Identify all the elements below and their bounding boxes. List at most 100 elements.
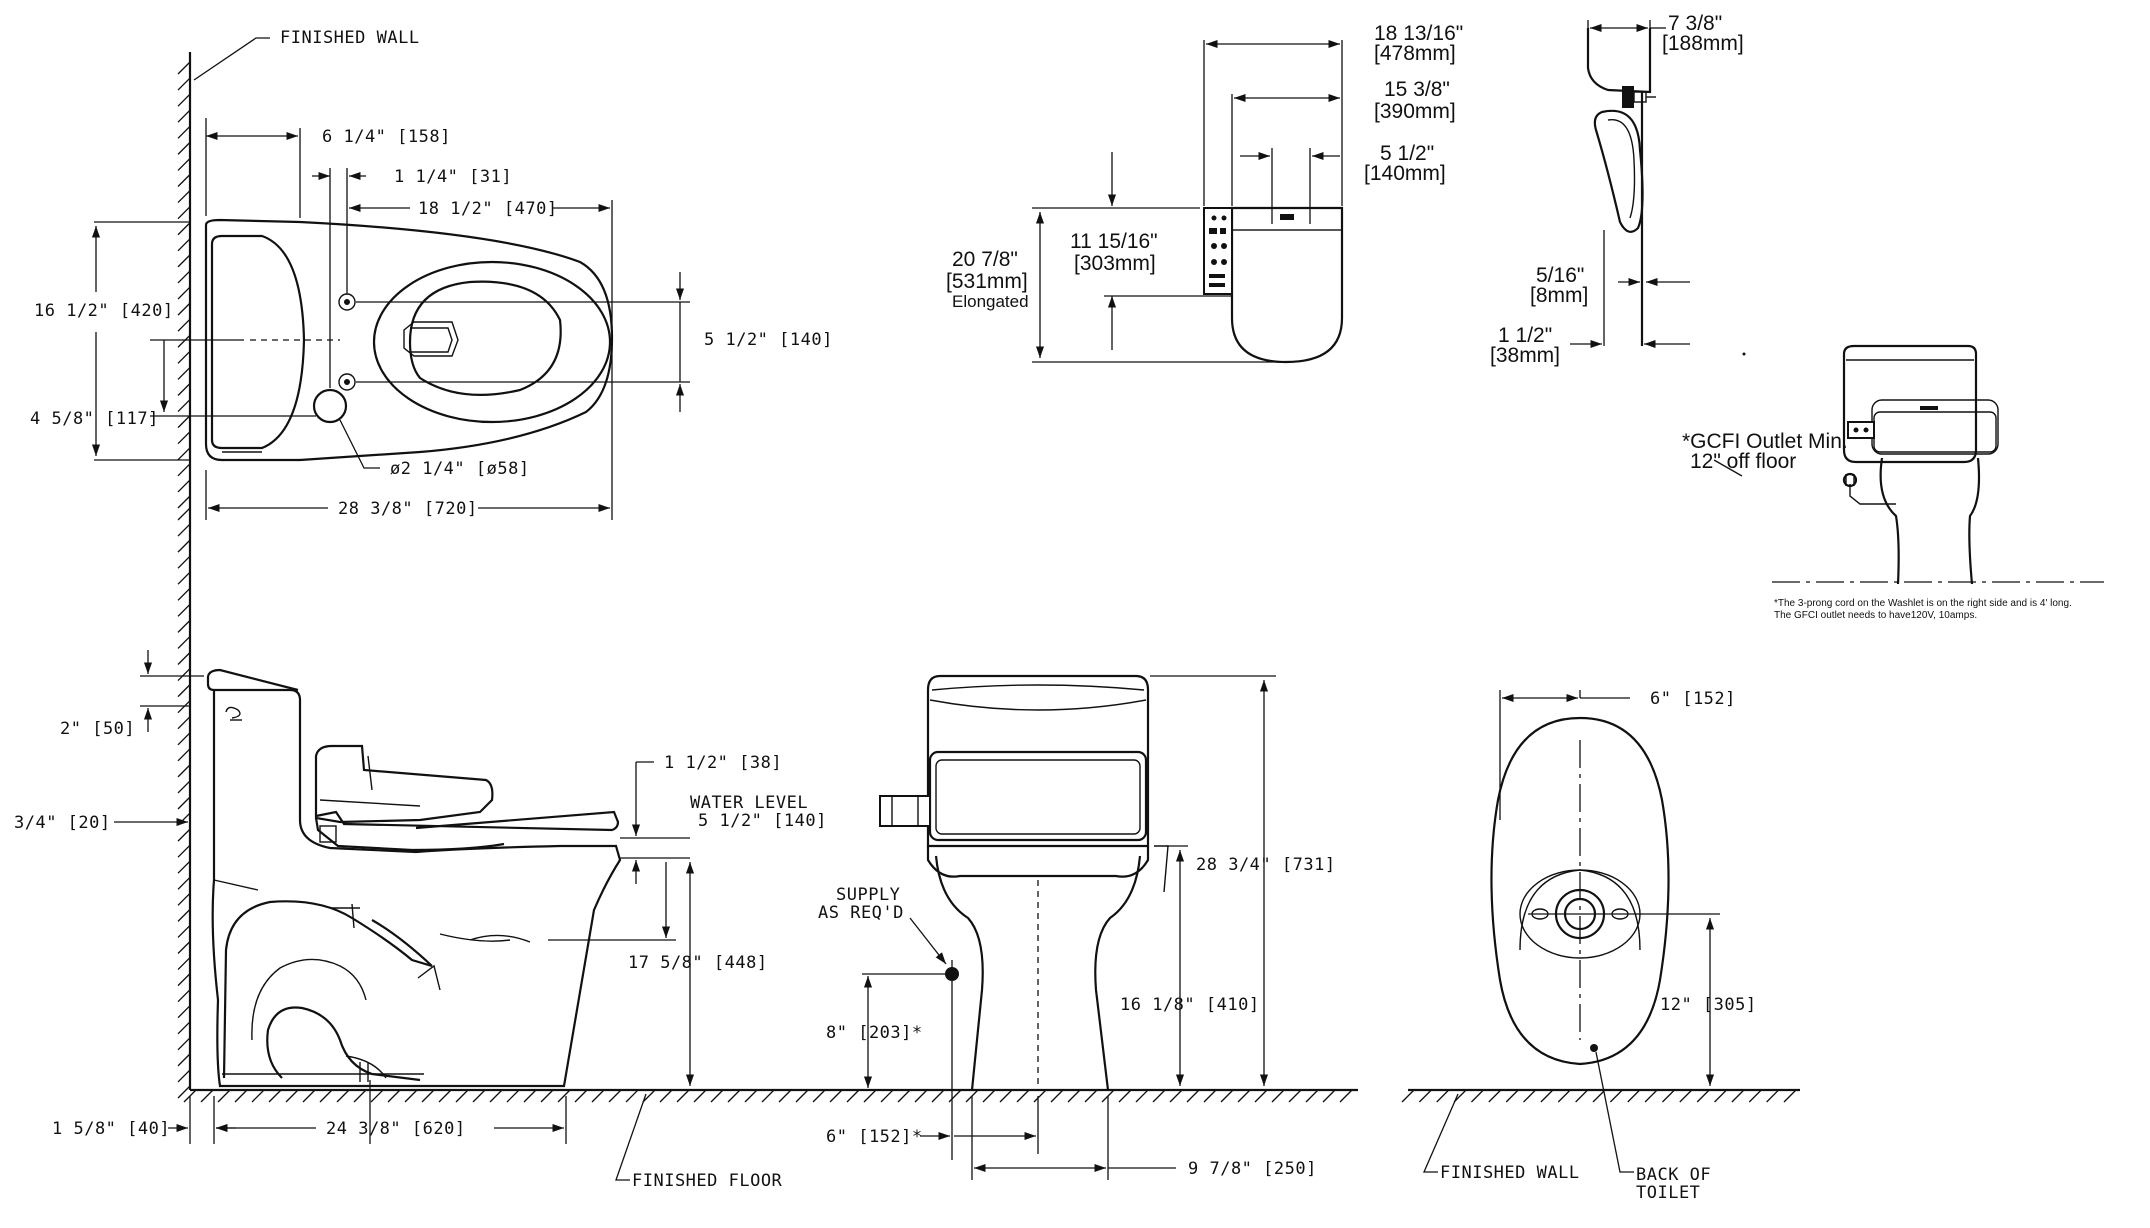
seat-top-view: 18 13/16" [478mm] 15 3/8" [390mm] 5 1/2"… xyxy=(946,22,1463,364)
seat-side-view: 7 3/8" [188mm] 5/16" [8mm] 1 1/2" [38mm] xyxy=(1490,12,1746,367)
wall-hatch-mark xyxy=(177,796,191,810)
floor-hatch-mark xyxy=(574,1089,588,1103)
wall-hatch-mark xyxy=(177,463,191,477)
wall-hatch-mark xyxy=(177,431,191,445)
dim-6-1-4: 6 1/4" [158] xyxy=(322,127,451,147)
floor-hatch-mark xyxy=(693,1089,707,1103)
floor-hatch-mark xyxy=(1731,1089,1745,1103)
wall-hatch-mark xyxy=(177,587,191,601)
gfci-label-2: 12" off floor xyxy=(1690,450,1796,473)
wall-hatch-mark xyxy=(177,571,191,585)
wall-hatch-mark xyxy=(177,523,191,537)
wall-hatch-mark xyxy=(177,892,191,906)
floor-hatch-mark xyxy=(1401,1089,1415,1103)
wall-hatch-mark xyxy=(177,238,191,252)
rear-toilet-outline xyxy=(1490,716,1670,1066)
water-level-label: WATER LEVEL xyxy=(690,793,808,813)
floor-hatch-mark xyxy=(540,1089,554,1103)
dim-2: 2" [50] xyxy=(60,719,135,739)
floor-hatch-mark xyxy=(727,1089,741,1103)
wall-hatch-mark xyxy=(177,383,191,396)
side-wall-hatch xyxy=(177,507,191,1099)
dim-11-15-16-mm: [303mm] xyxy=(1074,252,1156,275)
gfci-tank xyxy=(1842,344,1978,464)
wall-hatch-mark xyxy=(177,222,191,236)
dim-diameter: ø2 1/4" [ø58] xyxy=(390,459,530,479)
floor-hatch-mark xyxy=(1322,1089,1336,1103)
wall-hatch-mark xyxy=(177,924,191,938)
wall-hatch-mark xyxy=(177,1069,191,1083)
wall-hatch-mark xyxy=(177,684,191,698)
gfci-pedestal xyxy=(1879,457,1981,585)
wall-hatch-mark xyxy=(177,555,191,569)
toilet-label: TOILET xyxy=(1636,1183,1700,1203)
wall-hatch-mark xyxy=(177,366,191,380)
dim-18-13-16: 18 13/16" xyxy=(1374,22,1463,45)
floor-hatch-mark xyxy=(1118,1089,1132,1103)
dim-1-5-8: 1 5/8" [40] xyxy=(52,1119,170,1139)
bowl-rim xyxy=(372,260,612,424)
rear-floor-hatch xyxy=(1401,1089,1797,1103)
wall-hatch-mark xyxy=(177,318,191,332)
dim-11-15-16: 11 15/16" xyxy=(1070,230,1158,253)
wall-hatch-mark xyxy=(177,812,191,826)
wall-hatch-mark xyxy=(177,93,191,107)
wall-hatch-mark xyxy=(177,206,191,220)
side-tank-top xyxy=(206,668,299,692)
wall-hatch-mark xyxy=(177,748,191,762)
wall-hatch xyxy=(177,61,191,509)
floor-hatch-mark xyxy=(387,1089,401,1103)
gfci-label-1: *GCFI Outlet Min. xyxy=(1682,430,1848,453)
dim-5-1-2-seat-mm: [140mm] xyxy=(1364,162,1446,185)
wall-hatch-mark xyxy=(177,619,191,633)
wall-hatch-mark xyxy=(177,716,191,730)
floor-hatch-mark xyxy=(1152,1089,1166,1103)
dim-6-front: 6" [152]* xyxy=(826,1127,923,1147)
dim-16-1-2: 16 1/2" [420] xyxy=(34,301,174,321)
floor-hatch-mark xyxy=(1135,1089,1149,1103)
flush-jet-inner xyxy=(410,327,453,353)
gfci-plug xyxy=(1842,472,1858,488)
wall-hatch-mark xyxy=(177,157,191,171)
floor-hatch-mark xyxy=(1436,1089,1450,1103)
floor-hatch-mark xyxy=(829,1089,843,1103)
floor-hatch-mark xyxy=(268,1089,282,1103)
floor-hatch-mark xyxy=(1203,1089,1217,1103)
dim-1-1-2-side: 1 1/2" [38] xyxy=(664,753,782,773)
dim-5-16: 5/16" xyxy=(1536,264,1584,287)
floor-hatch-mark xyxy=(710,1089,724,1103)
wall-hatch-mark xyxy=(177,399,191,413)
wall-hatch-mark xyxy=(177,973,191,987)
floor-hatch-mark xyxy=(931,1089,945,1103)
dim-5-1-2-seat: 5 1/2" xyxy=(1380,142,1434,165)
wall-hatch-mark xyxy=(177,286,191,300)
dim-6-rear: 6" [152] xyxy=(1650,689,1736,709)
wall-hatch-mark xyxy=(177,1037,191,1051)
floor-hatch-mark xyxy=(914,1089,928,1103)
floor-hatch-mark xyxy=(1339,1089,1353,1103)
wall-hatch-mark xyxy=(177,334,191,348)
wall-hatch-mark xyxy=(177,77,191,91)
floor-hatch-mark xyxy=(1696,1089,1710,1103)
floor-hatch-mark xyxy=(1505,1089,1519,1103)
wall-hatch-mark xyxy=(177,141,191,155)
wall-hatch-mark xyxy=(177,539,191,553)
floor-hatch-mark xyxy=(642,1089,656,1103)
floor-hatch-mark xyxy=(489,1089,503,1103)
front-elevation: SUPPLY AS REQ'D 8" [203]* 6" [152]* 9 7/… xyxy=(818,674,1335,1180)
dim-20-7-8: 20 7/8" xyxy=(952,248,1018,271)
wall-hatch-mark xyxy=(177,700,191,714)
front-tank xyxy=(926,674,1150,848)
floor-hatch-mark xyxy=(506,1089,520,1103)
control-buttons xyxy=(1209,215,1227,287)
floor-hatch-mark xyxy=(897,1089,911,1103)
floor-hatch-mark xyxy=(1783,1089,1797,1103)
dim-3-4: 3/4" [20] xyxy=(14,813,111,833)
seat-side-connector xyxy=(1633,91,1647,103)
floor-hatch-mark xyxy=(438,1089,452,1103)
floor-hatch-mark xyxy=(302,1089,316,1103)
wall-hatch-mark xyxy=(177,1021,191,1035)
floor-hatch-mark xyxy=(778,1089,792,1103)
supply-label: SUPPLY xyxy=(836,885,900,905)
